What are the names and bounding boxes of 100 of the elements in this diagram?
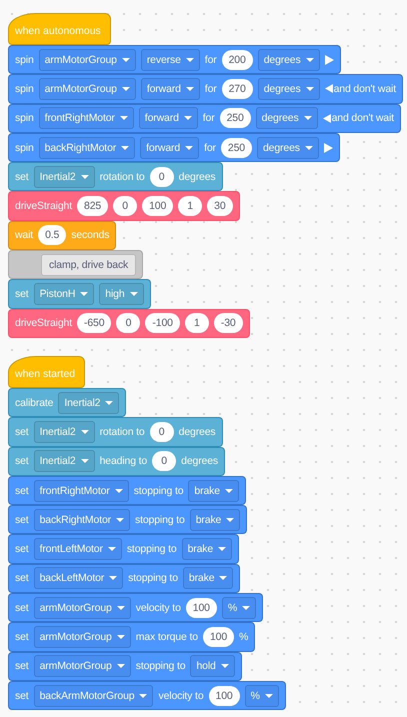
block-label: for (204, 142, 216, 154)
command-block (8, 279, 151, 309)
command-block (8, 446, 226, 476)
dropdown-menu: backRightMotor (34, 508, 130, 531)
block-label: when started (15, 368, 76, 380)
command-block (8, 534, 240, 564)
command-block (8, 74, 403, 104)
dropdown-menu: forward (140, 136, 200, 159)
dropdown-menu: armMotorGroup (38, 48, 136, 71)
block-label: stopping to (136, 660, 186, 672)
block-label: set (15, 484, 29, 497)
block-label: spin (15, 54, 34, 66)
value-field: 100 (142, 196, 174, 216)
block-label: degrees (181, 455, 218, 468)
value-field: 0 (113, 196, 138, 216)
value-field: 250 (220, 138, 252, 158)
dropdown-menu: high (99, 283, 144, 306)
command-block (8, 652, 242, 681)
value-field: 270 (222, 78, 253, 99)
comment-field: clamp, drive back (41, 254, 136, 276)
command-block (8, 191, 240, 221)
dropdown-menu: frontRightMotor (34, 480, 129, 502)
block-label: driveStraight (15, 317, 72, 330)
block-label: max torque to (136, 631, 198, 644)
value-field: 250 (220, 108, 251, 128)
value-field: 1 (184, 313, 209, 334)
block-label: when autonomous (15, 25, 101, 37)
dropdown-menu: Inertial2 (34, 450, 95, 472)
command-block (8, 162, 223, 192)
dropdown-menu: forward (140, 78, 200, 100)
value-field: 0 (150, 422, 174, 442)
dropdown-menu: degrees (256, 107, 318, 130)
value-field: 0 (116, 313, 140, 334)
block-label: and don't wait (332, 112, 394, 124)
dropdown-menu: frontRightMotor (38, 107, 134, 130)
command-block (8, 505, 248, 534)
block-label: set (15, 602, 29, 614)
block-label: for (204, 54, 217, 66)
command-block (8, 104, 401, 133)
value-field: 0.5 (38, 225, 66, 246)
block-label: degrees (178, 426, 216, 438)
comment-block (8, 250, 144, 280)
command-block (8, 417, 223, 447)
block-label: set (15, 288, 29, 300)
block-label: stopping to (126, 543, 177, 556)
block-label: set (15, 631, 29, 644)
dropdown-menu: armMotorGroup (34, 655, 131, 678)
block-label: set (15, 543, 29, 556)
block-label: set (15, 426, 29, 438)
command-block (8, 564, 240, 594)
value-field: -100 (145, 313, 180, 334)
block-label: stopping to (134, 484, 184, 497)
dropdown-menu: degrees (256, 136, 319, 159)
value-field: -650 (77, 313, 112, 334)
block-label: stopping to (128, 572, 178, 584)
block-label: calibrate (15, 396, 54, 409)
block-label: spin (15, 112, 34, 124)
dropdown-menu: Inertial2 (58, 392, 120, 414)
dropdown-menu: brake (182, 538, 232, 560)
value-field: 0 (152, 451, 176, 472)
dropdown-menu: backRightMotor (38, 136, 136, 159)
block-label: driveStraight (15, 200, 72, 212)
dropdown-menu: frontLeftMotor (34, 538, 122, 560)
dropdown-menu: Inertial2 (34, 420, 95, 443)
command-block (8, 308, 250, 338)
dropdown-menu: armMotorGroup (34, 596, 131, 619)
block-label: velocity to (136, 602, 181, 614)
block-label: set (15, 514, 29, 526)
block-label: seconds (71, 229, 110, 242)
command-block (8, 132, 340, 162)
value-field: 100 (208, 686, 240, 706)
dropdown-menu: armMotorGroup (34, 626, 131, 648)
dropdown-menu: reverse (140, 48, 200, 71)
block-label: stopping to (135, 514, 185, 526)
value-field: 1 (178, 196, 202, 216)
block-label: set (15, 572, 29, 584)
dropdown-menu: brake (190, 508, 240, 531)
value-field: 200 (222, 50, 253, 70)
event-hat-block (8, 13, 111, 45)
dropdown-menu: armMotorGroup (38, 78, 136, 100)
block-label: set (15, 690, 29, 702)
command-block (8, 388, 126, 418)
block-label: rotation to (100, 426, 145, 438)
block-label: velocity to (158, 690, 204, 702)
block-label: heading to (100, 455, 148, 468)
block-label: wait (15, 229, 34, 242)
block-label: set (15, 170, 29, 183)
command-block (8, 220, 116, 250)
command-block (8, 476, 246, 506)
block-label: set (15, 455, 29, 468)
dropdown-menu: Inertial2 (34, 166, 95, 188)
dropdown-menu: backArmMotorGroup (34, 684, 154, 707)
block-label: and don't wait (334, 82, 396, 95)
command-block (8, 622, 256, 652)
dropdown-menu: backLeftMotor (34, 567, 124, 590)
dropdown-menu: % (222, 596, 256, 619)
command-block (8, 593, 264, 622)
command-block (8, 680, 286, 710)
block-label: for (202, 112, 215, 124)
block-label: degrees (178, 170, 216, 183)
